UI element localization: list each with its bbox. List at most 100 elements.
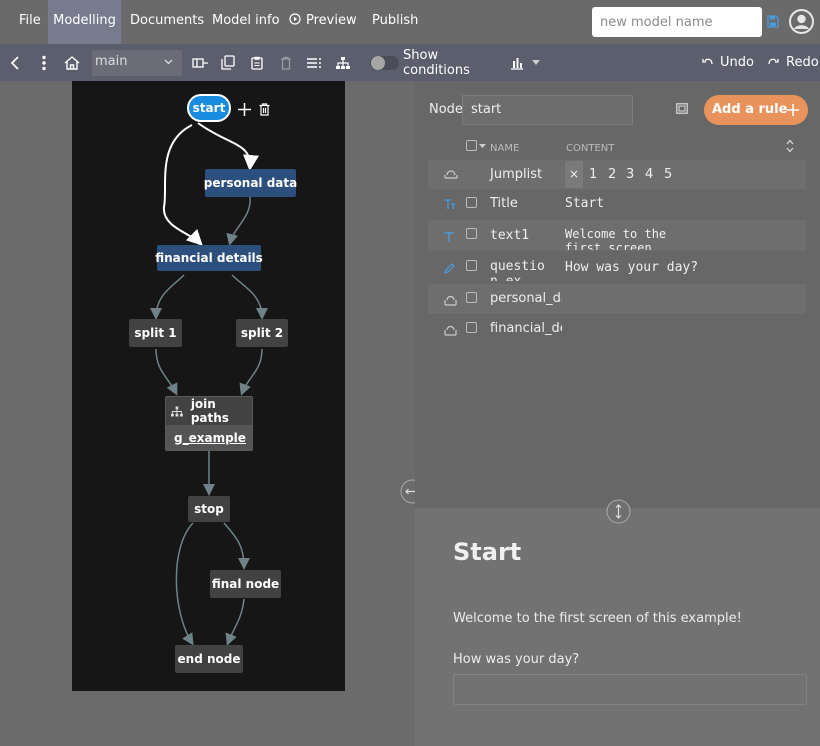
preview-question-label: How was your day? xyxy=(453,652,580,667)
user-avatar-icon[interactable] xyxy=(789,9,814,34)
play-circle-icon xyxy=(289,13,301,25)
preview-area xyxy=(415,508,820,746)
graph-node-financial-details[interactable]: financial details xyxy=(155,245,263,271)
pencil-icon xyxy=(444,263,455,274)
graph-canvas[interactable]: start personal data financial details sp… xyxy=(72,81,345,691)
rule-content: How was your day? xyxy=(565,260,699,275)
back-icon[interactable] xyxy=(6,44,24,81)
menu-publish[interactable]: Publish xyxy=(372,13,419,28)
graph-node-stop[interactable]: stop xyxy=(188,496,230,522)
graph-node-end-node[interactable]: end node xyxy=(175,645,243,673)
node-label: Node xyxy=(429,102,463,117)
bar-chart-icon[interactable] xyxy=(507,44,527,81)
rule-row-text1[interactable]: text1 Welcome to the first screen of xyxy=(428,220,806,251)
save-icon[interactable] xyxy=(767,15,779,28)
graph-node-final-node[interactable]: final node xyxy=(210,570,281,598)
menu-documents[interactable]: Documents xyxy=(130,13,205,28)
graph-node-split-2[interactable]: split 2 xyxy=(236,319,288,347)
insert-node-icon[interactable] xyxy=(190,44,210,81)
delete-node-icon[interactable] xyxy=(259,103,270,116)
rule-name: text1 xyxy=(490,228,530,243)
link-icon xyxy=(444,295,457,306)
preview-text: Welcome to the first screen of this exam… xyxy=(453,611,742,626)
graph-node-split-1[interactable]: split 1 xyxy=(129,319,182,347)
plus-icon xyxy=(787,104,799,116)
rule-row-question[interactable]: question_ex How was your day? xyxy=(428,252,806,283)
model-name-input[interactable] xyxy=(592,7,762,37)
show-conditions-label: Show conditions xyxy=(403,47,470,78)
node-name-value: start xyxy=(471,102,502,117)
rule-row-financial-details[interactable]: financial_details xyxy=(428,314,806,344)
sitemap-icon xyxy=(171,406,183,416)
column-header-name: NAME xyxy=(490,143,520,154)
rule-name: Title xyxy=(490,196,518,211)
graph-node-join-paths[interactable]: join paths g_example xyxy=(165,396,253,451)
row-checkbox[interactable] xyxy=(466,228,477,239)
redo-button[interactable]: Redo xyxy=(786,55,819,70)
chevron-down-icon xyxy=(164,59,173,65)
jumplist-page-3[interactable]: 3 xyxy=(626,167,635,182)
text-icon xyxy=(444,232,454,242)
title-icon xyxy=(444,199,456,209)
column-header-content: CONTENT xyxy=(566,143,615,154)
jumplist-clear-button[interactable]: × xyxy=(565,161,583,188)
graph-edges xyxy=(150,122,268,646)
show-conditions-toggle[interactable] xyxy=(368,44,400,81)
graph-node-start[interactable]: start xyxy=(187,94,231,122)
undo-icon xyxy=(701,44,713,81)
trash-icon[interactable] xyxy=(276,44,296,81)
sort-icon[interactable] xyxy=(786,139,794,153)
add-rule-button[interactable]: Add a rule xyxy=(704,95,808,125)
rule-name: question_ex xyxy=(490,259,545,281)
row-checkbox[interactable] xyxy=(466,260,477,271)
redo-icon xyxy=(767,44,779,81)
link-icon xyxy=(444,325,457,336)
join-paths-group-link[interactable]: g_example xyxy=(174,430,246,445)
rule-row-jumplist[interactable]: Jumplist × 1 2 3 4 5 xyxy=(428,160,806,189)
rule-name: financial_details xyxy=(490,321,562,336)
resize-vertical-handle[interactable] xyxy=(606,499,631,524)
preview-frame-icon[interactable] xyxy=(676,103,688,114)
menu-file[interactable]: File xyxy=(19,13,41,28)
row-checkbox[interactable] xyxy=(466,292,477,303)
add-rule-label: Add a rule xyxy=(712,102,788,117)
chart-dropdown-icon[interactable] xyxy=(529,44,543,81)
branch-select-value: main xyxy=(95,54,128,69)
select-all-checkbox[interactable] xyxy=(466,140,477,151)
node-name-field[interactable]: start xyxy=(462,95,633,125)
add-node-icon[interactable] xyxy=(238,103,251,116)
paste-icon[interactable] xyxy=(247,44,267,81)
preview-answer-input[interactable] xyxy=(453,674,807,705)
toolbar: main Show conditions Undo Redo xyxy=(0,44,820,81)
row-checkbox[interactable] xyxy=(466,322,477,333)
rule-content: Start xyxy=(565,196,605,211)
list-icon[interactable] xyxy=(304,44,324,81)
preview-title: Start xyxy=(453,538,522,566)
undo-button[interactable]: Undo xyxy=(720,55,754,70)
menu-modelling[interactable]: Modelling xyxy=(48,0,121,44)
menu-bar: File Modelling Documents Model info Prev… xyxy=(0,0,820,44)
rule-row-title[interactable]: Title Start xyxy=(428,189,806,218)
more-vertical-icon[interactable] xyxy=(36,44,52,81)
jumplist-icon xyxy=(444,170,458,179)
branch-select[interactable]: main xyxy=(92,50,182,76)
join-paths-label: join paths xyxy=(190,397,229,425)
jumplist-page-2[interactable]: 2 xyxy=(608,167,617,182)
jumplist-page-4[interactable]: 4 xyxy=(645,167,654,182)
jumplist-page-5[interactable]: 5 xyxy=(664,167,673,182)
home-icon[interactable] xyxy=(62,44,82,81)
menu-preview[interactable]: Preview xyxy=(289,0,357,44)
row-checkbox[interactable] xyxy=(466,197,477,208)
menu-model-info[interactable]: Model info xyxy=(212,13,280,28)
node-editor-panel xyxy=(415,81,820,746)
rule-row-personal-data[interactable]: personal_data xyxy=(428,284,806,314)
menu-preview-label: Preview xyxy=(306,13,357,28)
rule-name: personal_data xyxy=(490,291,562,306)
rule-content: Welcome to the first screen of xyxy=(565,227,667,250)
sitemap-icon[interactable] xyxy=(333,44,353,81)
jumplist-page-1[interactable]: 1 xyxy=(589,167,598,182)
rule-name: Jumplist xyxy=(490,167,543,182)
graph-node-personal-data[interactable]: personal data xyxy=(204,169,297,197)
copy-icon[interactable] xyxy=(218,44,238,81)
caret-down-icon[interactable] xyxy=(479,144,486,148)
